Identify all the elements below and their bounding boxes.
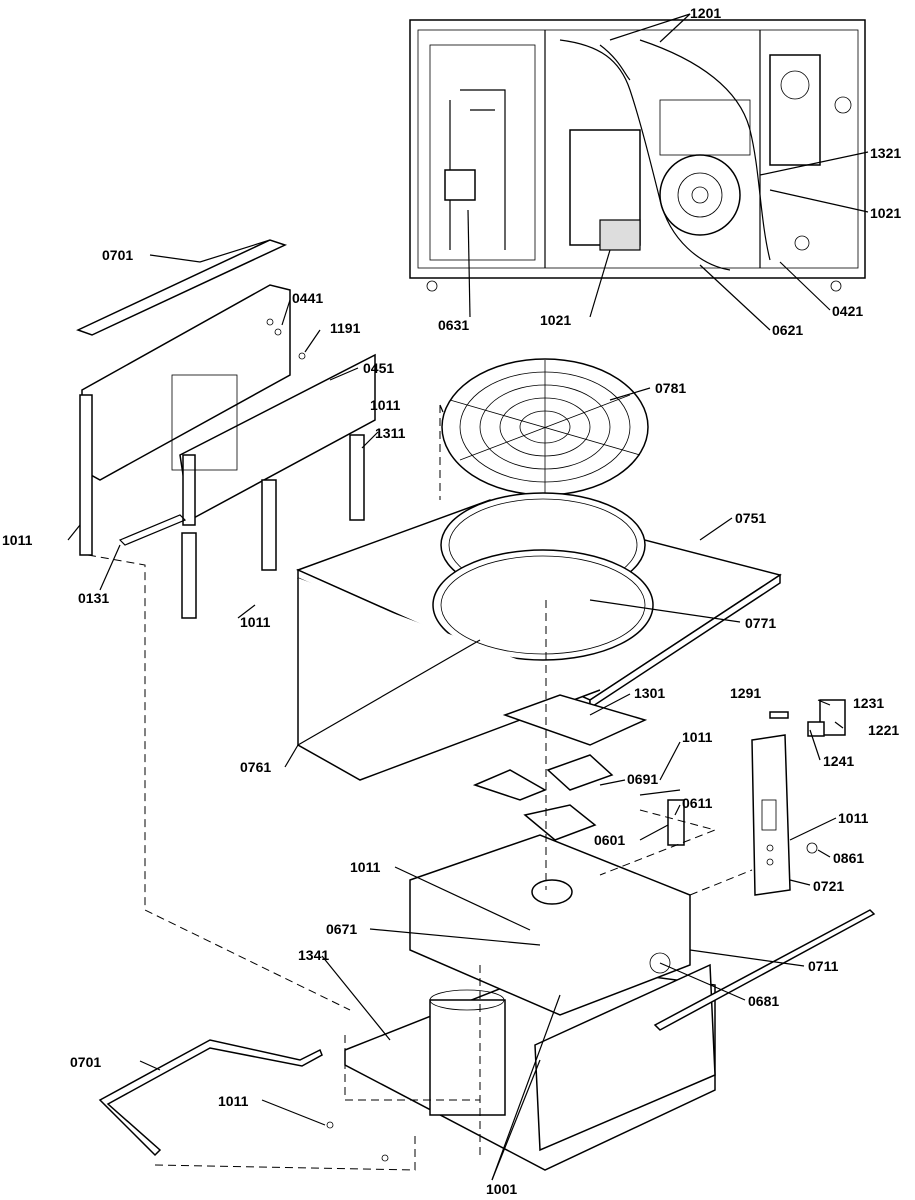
callout-0771: 0771 xyxy=(745,615,776,631)
callout-0441: 0441 xyxy=(292,290,323,306)
callout-1221: 1221 xyxy=(868,722,899,738)
side-panel-assembly xyxy=(76,239,376,619)
callout-0451: 0451 xyxy=(363,360,394,376)
inset-compartment-view xyxy=(409,19,866,292)
callout-0611: 0611 xyxy=(682,795,713,811)
callout-1011-motor: 1011 xyxy=(350,859,381,875)
callout-0671: 0671 xyxy=(326,921,357,937)
callout-0721: 0721 xyxy=(813,878,844,894)
callout-0691: 0691 xyxy=(627,771,658,787)
callout-1001: 1001 xyxy=(486,1181,517,1197)
alignment-lines xyxy=(87,405,753,1171)
callout-0131: 0131 xyxy=(78,590,109,606)
callout-0621: 0621 xyxy=(772,322,803,338)
callout-1011-capacitor: 1011 xyxy=(682,729,713,745)
callout-1291: 1291 xyxy=(730,685,761,701)
callout-labels: 1201 1321 1021 0631 1021 0621 0421 0701 … xyxy=(2,5,901,1197)
callout-1341: 1341 xyxy=(298,947,329,963)
callout-1231: 1231 xyxy=(853,695,884,711)
callout-0751: 0751 xyxy=(735,510,766,526)
callout-0631: 0631 xyxy=(438,317,469,333)
callout-0681: 0681 xyxy=(748,993,779,1009)
callout-1201: 1201 xyxy=(690,5,721,21)
callout-1311: 1311 xyxy=(375,425,406,441)
callout-1011-panel: 1011 xyxy=(240,614,271,630)
top-cover-assembly xyxy=(296,358,782,781)
leader-lines xyxy=(67,13,869,1181)
callout-1191: 1191 xyxy=(330,320,361,336)
callout-0701-bottom: 0701 xyxy=(70,1054,101,1070)
callout-1011-bottom: 1011 xyxy=(218,1093,249,1109)
callout-0861: 0861 xyxy=(833,850,864,866)
callout-0711: 0711 xyxy=(808,958,839,974)
callout-1321: 1321 xyxy=(870,145,901,161)
callout-1011-fanguard: 1011 xyxy=(370,397,401,413)
callout-1011-controlpanel: 1011 xyxy=(838,810,869,826)
callout-0421: 0421 xyxy=(832,303,863,319)
callout-1301: 1301 xyxy=(634,685,665,701)
callout-0601: 0601 xyxy=(594,832,625,848)
callout-1241: 1241 xyxy=(823,753,854,769)
callout-1011-left: 1011 xyxy=(2,532,33,548)
fan-motor-area xyxy=(472,699,846,896)
callout-0761: 0761 xyxy=(240,759,271,775)
callout-1021-right: 1021 xyxy=(870,205,901,221)
callout-0781: 0781 xyxy=(655,380,686,396)
callout-0701-top: 0701 xyxy=(102,247,133,263)
callout-1021-center: 1021 xyxy=(540,312,571,328)
